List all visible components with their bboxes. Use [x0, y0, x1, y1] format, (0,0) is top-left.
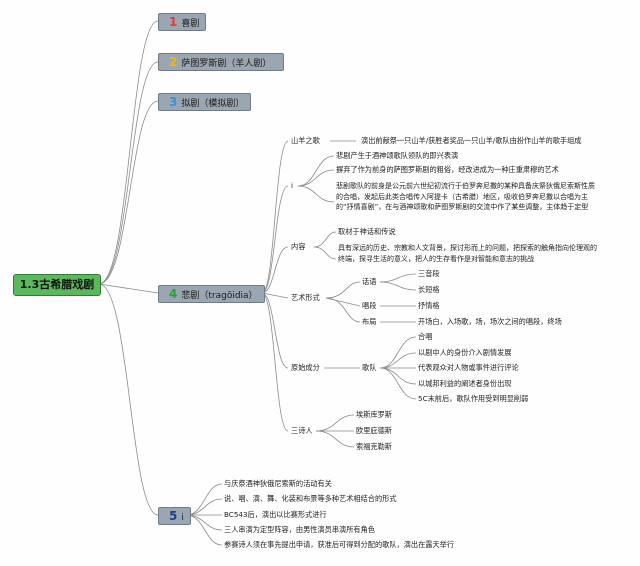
chorus-item: 以剧中人的身份介入剧情发展 — [418, 348, 512, 357]
branch5-item: 三人串演为定型阵容，由男性演员串演所有角色 — [224, 525, 375, 534]
content-item: 具有深远的历史、宗教和人文背景，探讨形而上的问题，把探索的触角指向伦理观的终端，… — [338, 244, 597, 263]
node-three-poets[interactable]: 三诗人 — [291, 426, 313, 435]
branch-number: 3 — [169, 95, 178, 109]
node-content[interactable]: 内容 — [291, 242, 306, 251]
chorus-item: 合唱 — [418, 332, 433, 341]
branch-label: 喜剧 — [181, 19, 200, 29]
chorus-item: 代表观众对人物或事件进行评论 — [418, 363, 519, 372]
form-layout-item: 开场白，入场歌，场，场次之间的唱段，终场 — [418, 317, 562, 326]
link-root-4 — [98, 283, 159, 294]
form-song-item: 抒情格 — [418, 301, 440, 310]
form-dialogue-item: 三音段 — [418, 269, 440, 278]
branch-label: 萨图罗斯剧（羊人剧） — [181, 59, 272, 69]
form-song[interactable]: 唱段 — [362, 301, 377, 310]
info-item: 摒弃了作为前身的萨图罗斯剧的粗俗，经改进成为一种庄重肃穆的艺术 — [336, 165, 559, 174]
branch-label: i — [181, 513, 184, 523]
node-origin[interactable]: 山羊之歌 — [291, 136, 320, 145]
elements-chorus[interactable]: 歌队 — [362, 363, 377, 372]
branch-label: 悲剧（tragōidia） — [181, 291, 258, 301]
branch-number: 1 — [169, 15, 178, 29]
link-root-1 — [98, 20, 159, 285]
branch-label: 拟剧（模拟剧） — [181, 99, 245, 109]
content-item: 取材于神话和传说 — [338, 227, 396, 236]
info-item: 悲剧产生于酒神颂歌队领队的即兴表演 — [336, 151, 459, 160]
node-art-form[interactable]: 艺术形式 — [291, 293, 320, 302]
branch-number: 4 — [169, 287, 178, 301]
info-item: 悲剧歌队的前身是公元前六世纪初流行于伯罗奔尼撒的某种具备庆祭狄俄尼索斯性质的合唱… — [336, 182, 595, 211]
link-root-2 — [98, 61, 159, 285]
branch5-item: 说、唱、演、舞、化装和布景等多种艺术相结合的形式 — [224, 494, 397, 503]
root-node[interactable]: 1.3古希腊戏剧 — [13, 274, 101, 296]
poet-item: 索福克勒斯 — [356, 442, 392, 451]
chorus-item: 以城邦利益的阐述者身份出现 — [418, 379, 512, 388]
branch5-item: BC543后，演出以比赛形式进行 — [224, 510, 327, 519]
poet-item: 欧里庇德斯 — [356, 426, 392, 435]
branch-number: 5 — [169, 509, 178, 523]
node-origin-text: 演出前献祭一只山羊/获胜者奖品一只山羊/歌队由扮作山羊的歌手组成 — [361, 136, 582, 145]
link-root-5 — [98, 283, 159, 516]
form-dialogue-item: 长短格 — [418, 285, 440, 294]
branch5-item: 与庆祭酒神狄俄尼索斯的活动有关 — [224, 479, 332, 488]
node-info[interactable]: i — [291, 181, 293, 190]
form-dialogue[interactable]: 话语 — [362, 277, 377, 286]
form-layout[interactable]: 布局 — [362, 317, 377, 326]
link-root-3 — [98, 100, 159, 285]
chorus-item: 5C末前后，歌队作用受到明显削弱 — [418, 394, 529, 403]
branch5-item: 参赛诗人须在事先提出申请，获准后可得到分配的歌队，演出在露天举行 — [224, 540, 455, 549]
poet-item: 埃斯库罗斯 — [356, 410, 392, 419]
node-original-elements[interactable]: 原始成分 — [291, 363, 320, 372]
branch-number: 2 — [169, 55, 178, 69]
